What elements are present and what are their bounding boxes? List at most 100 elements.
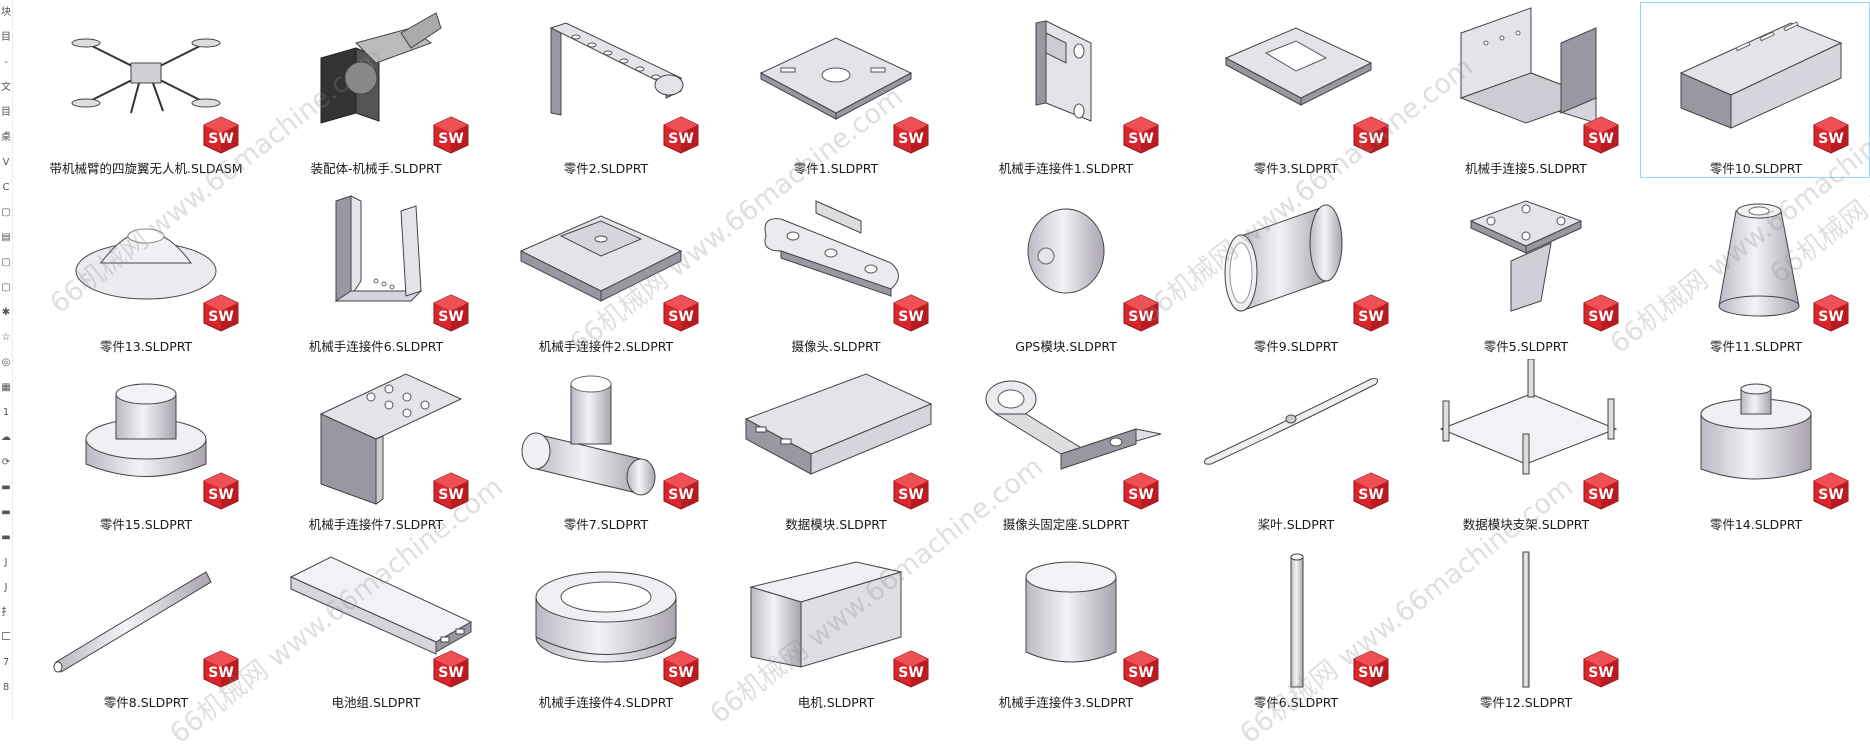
file-item[interactable]: SW 机械手连接件3.SLDPRT: [950, 536, 1180, 712]
nav-pane-glyph: ◎: [1, 357, 11, 368]
file-item[interactable]: SW 零件14.SLDPRT: [1640, 358, 1870, 534]
file-item[interactable]: SW 数据模块支架.SLDPRT: [1410, 358, 1640, 534]
solidworks-icon: SW: [661, 649, 701, 689]
nav-pane-glyph: ✱: [1, 307, 11, 318]
solidworks-icon: SW: [431, 115, 471, 155]
file-item[interactable]: SW 零件3.SLDPRT: [1180, 2, 1410, 178]
file-item[interactable]: SW 零件11.SLDPRT: [1640, 180, 1870, 356]
file-item[interactable]: SW 零件10.SLDPRT: [1640, 2, 1870, 178]
file-item[interactable]: SW 零件8.SLDPRT: [30, 536, 260, 712]
solidworks-icon: SW: [891, 471, 931, 511]
file-name: 零件10.SLDPRT: [1709, 161, 1803, 176]
solidworks-badge-text: SW: [208, 131, 234, 147]
file-name: 机械手连接件3.SLDPRT: [998, 695, 1134, 710]
solidworks-badge-text: SW: [1128, 309, 1154, 325]
file-item[interactable]: SW 零件13.SLDPRT: [30, 180, 260, 356]
solidworks-badge-text: SW: [898, 309, 924, 325]
file-item[interactable]: SW 零件2.SLDPRT: [490, 2, 720, 178]
cone-icon: [1641, 181, 1870, 336]
solidworks-badge-text: SW: [1818, 487, 1844, 503]
file-name: 零件2.SLDPRT: [563, 161, 649, 176]
file-item[interactable]: SW 零件9.SLDPRT: [1180, 180, 1410, 356]
file-item[interactable]: SW 机械手连接5.SLDPRT: [1410, 2, 1640, 178]
solidworks-badge-text: SW: [208, 665, 234, 681]
nav-pane-glyph: 桌: [1, 132, 11, 143]
nav-pane-glyph: J: [4, 582, 8, 593]
solidworks-icon: SW: [1121, 115, 1161, 155]
nav-pane-glyph: V: [2, 157, 10, 168]
solidworks-icon: SW: [201, 115, 241, 155]
solidworks-badge-text: SW: [438, 131, 464, 147]
file-item[interactable]: SW 零件12.SLDPRT: [1410, 536, 1640, 712]
file-item[interactable]: SW 桨叶.SLDPRT: [1180, 358, 1410, 534]
solidworks-icon: SW: [1581, 649, 1621, 689]
nav-pane-glyph: 目: [1, 107, 11, 118]
solidworks-icon: SW: [1581, 115, 1621, 155]
file-name: 零件1.SLDPRT: [793, 161, 879, 176]
file-item[interactable]: SW 装配体-机械手.SLDPRT: [260, 2, 490, 178]
file-name: GPS模块.SLDPRT: [1015, 339, 1117, 354]
base-plate-icon: [491, 181, 721, 336]
nav-pane-glyph: ⟳: [1, 457, 11, 468]
file-name: 零件6.SLDPRT: [1253, 695, 1339, 710]
file-item[interactable]: SW 机械手连接件6.SLDPRT: [260, 180, 490, 356]
motor-box-icon: [721, 537, 951, 692]
solidworks-badge-text: SW: [1818, 309, 1844, 325]
solidworks-badge-text: SW: [1128, 665, 1154, 681]
solidworks-icon: SW: [1351, 649, 1391, 689]
file-item[interactable]: SW 机械手连接件2.SLDPRT: [490, 180, 720, 356]
nav-pane-glyph: -: [4, 57, 8, 68]
file-item[interactable]: SW 零件5.SLDPRT: [1410, 180, 1640, 356]
solidworks-icon: SW: [1121, 293, 1161, 333]
solidworks-icon: SW: [891, 115, 931, 155]
file-item[interactable]: SW 摄像头.SLDPRT: [720, 180, 950, 356]
file-item[interactable]: SW 电机.SLDPRT: [720, 536, 950, 712]
file-item[interactable]: SW 零件1.SLDPRT: [720, 2, 950, 178]
file-name: 数据模块支架.SLDPRT: [1462, 517, 1590, 532]
nav-pane-glyph: 文: [1, 82, 11, 93]
nav-pane-glyph: ▬: [1, 482, 11, 493]
file-item[interactable]: SW 电池组.SLDPRT: [260, 536, 490, 712]
file-item[interactable]: SW 零件15.SLDPRT: [30, 358, 260, 534]
nav-pane-glyph: ▢: [1, 257, 11, 268]
file-name: 零件13.SLDPRT: [99, 339, 193, 354]
file-item[interactable]: SW 零件6.SLDPRT: [1180, 536, 1410, 712]
gripper-icon: [261, 3, 491, 158]
solidworks-badge-text: SW: [438, 665, 464, 681]
file-name: 机械手连接件6.SLDPRT: [308, 339, 444, 354]
nav-pane-glyph: ☆: [1, 332, 11, 343]
arm-bracket-icon: [491, 3, 721, 158]
file-name: 带机械臂的四旋翼无人机.SLDASM: [49, 161, 243, 176]
file-item[interactable]: SW 机械手连接件7.SLDPRT: [260, 358, 490, 534]
file-name: 数据模块.SLDPRT: [785, 517, 887, 532]
solidworks-icon: SW: [1581, 471, 1621, 511]
solidworks-icon: SW: [661, 471, 701, 511]
file-name: 零件5.SLDPRT: [1483, 339, 1569, 354]
propeller-icon: [1181, 359, 1411, 514]
file-item[interactable]: SW 数据模块.SLDPRT: [720, 358, 950, 534]
file-item[interactable]: SW 零件7.SLDPRT: [490, 358, 720, 534]
file-item[interactable]: SW 摄像头固定座.SLDPRT: [950, 358, 1180, 534]
file-name: 装配体-机械手.SLDPRT: [310, 161, 442, 176]
file-item[interactable]: SW GPS模块.SLDPRT: [950, 180, 1180, 356]
file-name: 零件11.SLDPRT: [1709, 339, 1803, 354]
solidworks-icon: SW: [1351, 293, 1391, 333]
u-bracket-icon: [261, 181, 491, 336]
file-item[interactable]: SW 机械手连接件1.SLDPRT: [950, 2, 1180, 178]
angle-bracket-icon: [951, 3, 1181, 158]
file-item[interactable]: SW 带机械臂的四旋翼无人机.SLDASM: [30, 2, 260, 178]
nav-pane-glyph: ☁: [1, 432, 11, 443]
solidworks-icon: SW: [201, 471, 241, 511]
solidworks-badge-text: SW: [1588, 131, 1614, 147]
short-rod-icon: [1181, 537, 1411, 692]
file-name: 摄像头固定座.SLDPRT: [1002, 517, 1130, 532]
nav-pane-glyph: ▦: [1, 382, 11, 393]
file-name: 摄像头.SLDPRT: [791, 339, 881, 354]
file-name: 桨叶.SLDPRT: [1257, 517, 1335, 532]
solidworks-badge-text: SW: [1588, 487, 1614, 503]
file-item[interactable]: SW 机械手连接件4.SLDPRT: [490, 536, 720, 712]
hub-icon: [1641, 359, 1870, 514]
nav-pane-glyph: 8: [2, 682, 10, 693]
solidworks-icon: SW: [201, 649, 241, 689]
